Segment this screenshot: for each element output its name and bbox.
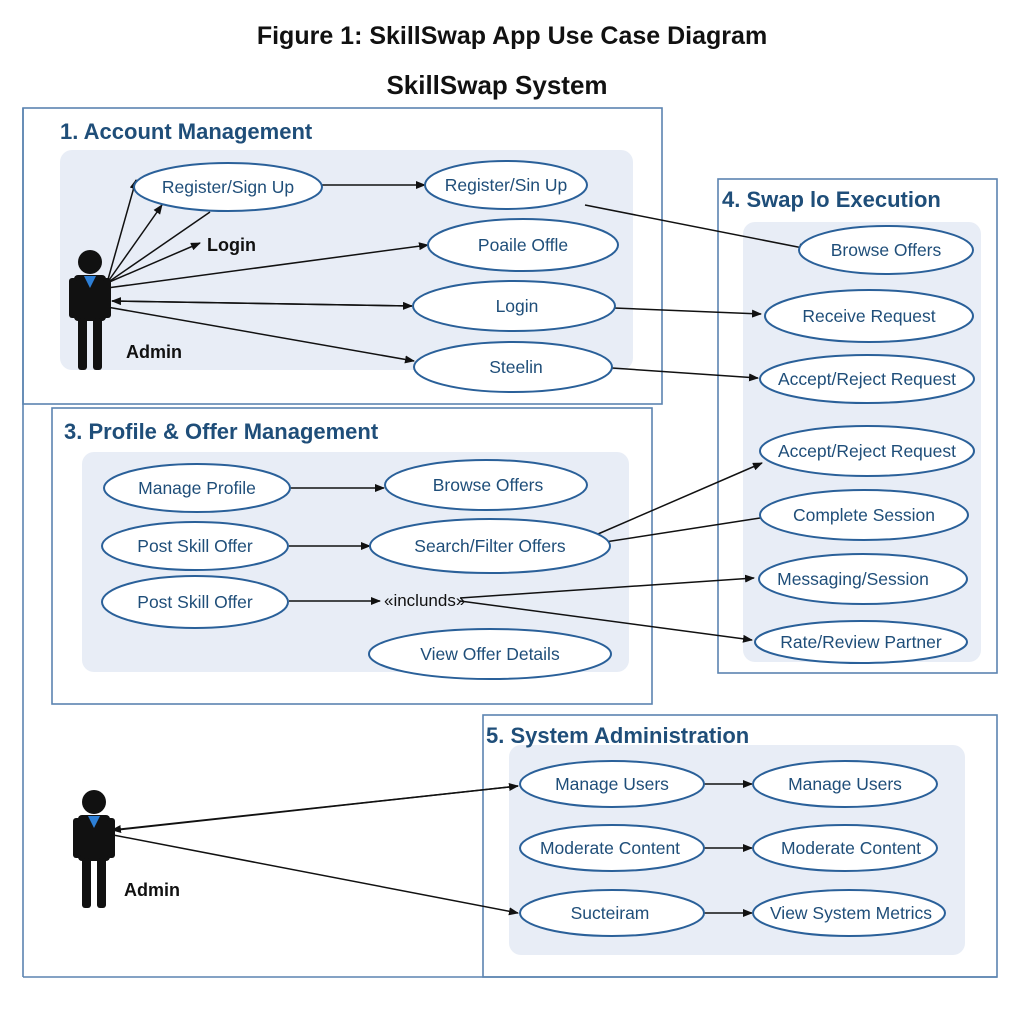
use-case-register-sin-up[interactable]: Register/Sin Up — [424, 160, 588, 210]
edge-includes-rate — [459, 600, 753, 643]
actor-label-top: Admin — [126, 342, 182, 362]
login-note: Login — [207, 235, 256, 255]
use-case-post-skill-offer-1[interactable]: Post Skill Offer — [101, 521, 289, 571]
edge-actor-register-3 — [106, 211, 211, 284]
use-case-label: Manage Profile — [138, 478, 256, 498]
use-case-profile-offle[interactable]: Poaile Offle — [427, 218, 619, 272]
use-case-label: Accept/Reject Request — [778, 441, 956, 461]
edge-actor-register-1 — [106, 179, 138, 284]
use-case-messaging-session[interactable]: Messaging/Session — [758, 553, 968, 605]
use-case-complete-session[interactable]: Complete Session — [759, 489, 969, 541]
use-case-label: Complete Session — [793, 505, 935, 525]
use-case-manage-users-2[interactable]: Manage Users — [752, 760, 938, 808]
use-case-accept-reject-request-2[interactable]: Accept/Reject Request — [759, 425, 975, 477]
use-case-label: Post Skill Offer — [137, 536, 253, 556]
actor-icon — [73, 790, 115, 908]
use-case-browse-offers-swap[interactable]: Browse Offers — [798, 225, 974, 275]
use-case-moderate-content-1[interactable]: Moderate Content — [519, 824, 705, 872]
use-case-browse-offers-profile[interactable]: Browse Offers — [384, 459, 588, 511]
edge-steelin-accept — [611, 367, 759, 382]
edge-actor-steelin — [106, 306, 415, 364]
use-case-rate-review-partner[interactable]: Rate/Review Partner — [754, 620, 968, 664]
edge-search-complete — [604, 517, 761, 543]
use-case-manage-profile[interactable]: Manage Profile — [103, 463, 291, 513]
use-case-label: Poaile Offle — [478, 235, 568, 255]
use-case-search-filter-offers[interactable]: Search/Filter Offers — [369, 518, 611, 574]
use-case-label: Login — [496, 296, 539, 316]
use-case-label: Accept/Reject Request — [778, 369, 956, 389]
actor-admin-bottom[interactable]: Admin — [73, 790, 180, 908]
edge-search-accept — [597, 462, 763, 535]
includes-stereotype: «inclunds» — [384, 591, 465, 610]
package-title-admin: 5. System Administration — [486, 723, 749, 748]
use-case-view-offer-details[interactable]: View Offer Details — [368, 628, 612, 680]
use-case-post-skill-offer-2[interactable]: Post Skill Offer — [101, 575, 289, 629]
use-case-manage-users-1[interactable]: Manage Users — [519, 760, 705, 808]
use-case-label: Moderate Content — [540, 838, 680, 858]
package-title-swap: 4. Swap lo Execution — [722, 187, 941, 212]
use-case-label: Search/Filter Offers — [414, 536, 566, 556]
package-title-account: 1. Account Management — [60, 119, 313, 144]
use-case-label: Messaging/Session — [777, 569, 929, 589]
use-case-label: Browse Offers — [433, 475, 544, 495]
use-case-label: View Offer Details — [420, 644, 560, 664]
actor-admin-top[interactable]: Admin — [69, 250, 182, 370]
use-case-label: Steelin — [489, 357, 543, 377]
use-case-label: Browse Offers — [831, 240, 942, 260]
use-case-login[interactable]: Login — [412, 280, 616, 332]
use-case-label: Post Skill Offer — [137, 592, 253, 612]
use-case-label: Rate/Review Partner — [780, 632, 942, 652]
use-case-accept-reject-request-1[interactable]: Accept/Reject Request — [759, 354, 975, 404]
actor-label-bottom: Admin — [124, 880, 180, 900]
edge-login-actor — [111, 297, 413, 307]
use-case-label: Register/Sin Up — [445, 175, 568, 195]
edge-actor-login-note — [106, 242, 201, 284]
use-case-label: Receive Request — [802, 306, 935, 326]
package-title-profile: 3. Profile & Offer Management — [64, 419, 379, 444]
use-case-register-signup[interactable]: Register/Sign Up — [133, 162, 323, 212]
use-case-label: Register/Sign Up — [162, 177, 294, 197]
use-case-sucteiram[interactable]: Sucteiram — [519, 889, 705, 937]
edge-actor-profile — [106, 242, 429, 289]
use-case-label: Manage Users — [788, 774, 902, 794]
figure-title: Figure 1: SkillSwap App Use Case Diagram — [257, 22, 767, 50]
use-case-label: Moderate Content — [781, 838, 921, 858]
edge-actor-register-2 — [106, 204, 163, 284]
actor-icon — [69, 250, 111, 370]
use-case-receive-request[interactable]: Receive Request — [764, 289, 974, 343]
edge-includes-messaging — [459, 574, 755, 599]
use-case-label: Manage Users — [555, 774, 669, 794]
use-case-view-system-metrics[interactable]: View System Metrics — [752, 889, 946, 937]
edge-admin-sucteiram — [107, 833, 519, 916]
system-title: SkillSwap System — [386, 70, 607, 100]
edge-login-receive — [613, 307, 762, 318]
associations — [106, 179, 809, 917]
use-case-steelin[interactable]: Steelin — [413, 341, 613, 393]
use-case-label: View System Metrics — [770, 903, 932, 923]
use-case-label: Sucteiram — [571, 903, 650, 923]
use-case-moderate-content-2[interactable]: Moderate Content — [752, 824, 938, 872]
edge-manage-users-admin — [111, 785, 519, 834]
edge-sinup-browse — [584, 204, 809, 252]
